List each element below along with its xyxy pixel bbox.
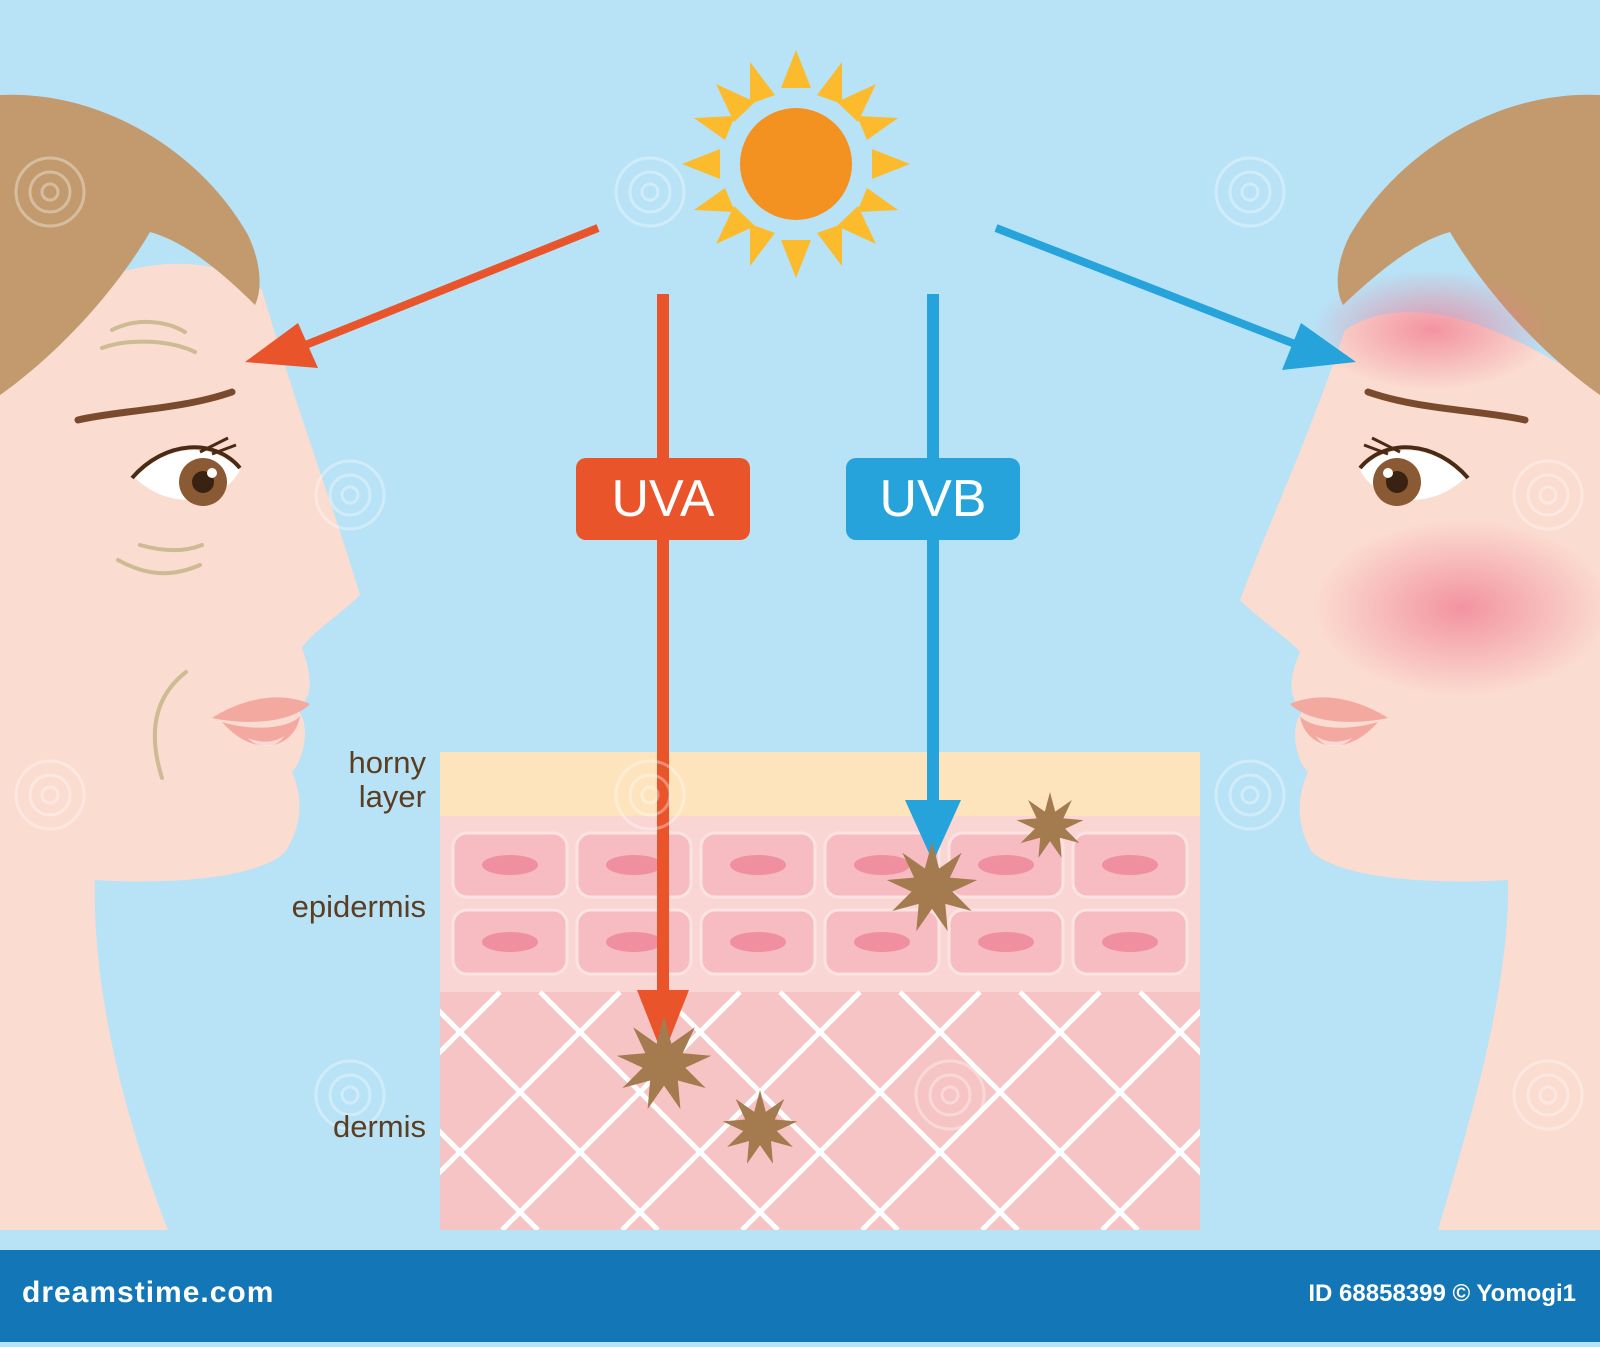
skin-cross-section bbox=[440, 752, 1200, 1230]
aged-forehead-wrinkles bbox=[100, 319, 197, 354]
epidermis-damage-burst bbox=[1016, 792, 1084, 858]
uva-to-face-arrow bbox=[245, 224, 600, 368]
sunburned-lips bbox=[1290, 697, 1388, 747]
aged-lips bbox=[212, 697, 310, 747]
aged-face bbox=[0, 94, 360, 1230]
sunburned-brow bbox=[1364, 388, 1529, 424]
footer-bar: dreamstime.com ID 68858399 © Yomogi1 bbox=[0, 1250, 1600, 1342]
dermis-damage-burst bbox=[722, 1090, 798, 1164]
horny-layer-label: horny layer bbox=[348, 745, 426, 814]
uvb-epidermis-damage-burst bbox=[886, 842, 978, 932]
aged-brow bbox=[74, 388, 236, 424]
sun-icon bbox=[682, 50, 910, 278]
forehead-sunburn-blush bbox=[1312, 270, 1552, 390]
sunburned-face bbox=[1240, 94, 1600, 1230]
aged-face-skin bbox=[0, 263, 360, 1230]
aged-eye-wrinkles bbox=[116, 543, 204, 576]
uvb-to-face-arrow bbox=[994, 224, 1356, 370]
aged-smile-line bbox=[152, 670, 188, 780]
epidermis-cell-nuclei bbox=[482, 855, 1158, 952]
epidermis-label: epidermis bbox=[291, 889, 426, 924]
dermis-band bbox=[440, 992, 1200, 1230]
horny-layer-band bbox=[440, 752, 1200, 816]
dermis-collagen-lattice bbox=[440, 990, 1200, 1230]
uvb-down-arrow bbox=[905, 294, 961, 862]
footer-brand: dreamstime.com bbox=[22, 1276, 275, 1309]
sunburned-eye bbox=[1358, 436, 1470, 506]
footer-credit: ID 68858399 © Yomogi1 bbox=[1308, 1280, 1576, 1307]
dermis-label: dermis bbox=[332, 1109, 426, 1144]
uva-dermis-damage-burst bbox=[616, 1016, 712, 1110]
uva-label: UVA bbox=[576, 458, 750, 540]
uvb-label: UVB bbox=[846, 458, 1020, 540]
aged-face-hair bbox=[0, 94, 260, 395]
cheek-sunburn-blush bbox=[1314, 520, 1600, 696]
aged-eye bbox=[130, 436, 242, 506]
damage-starbursts bbox=[616, 792, 1084, 1164]
